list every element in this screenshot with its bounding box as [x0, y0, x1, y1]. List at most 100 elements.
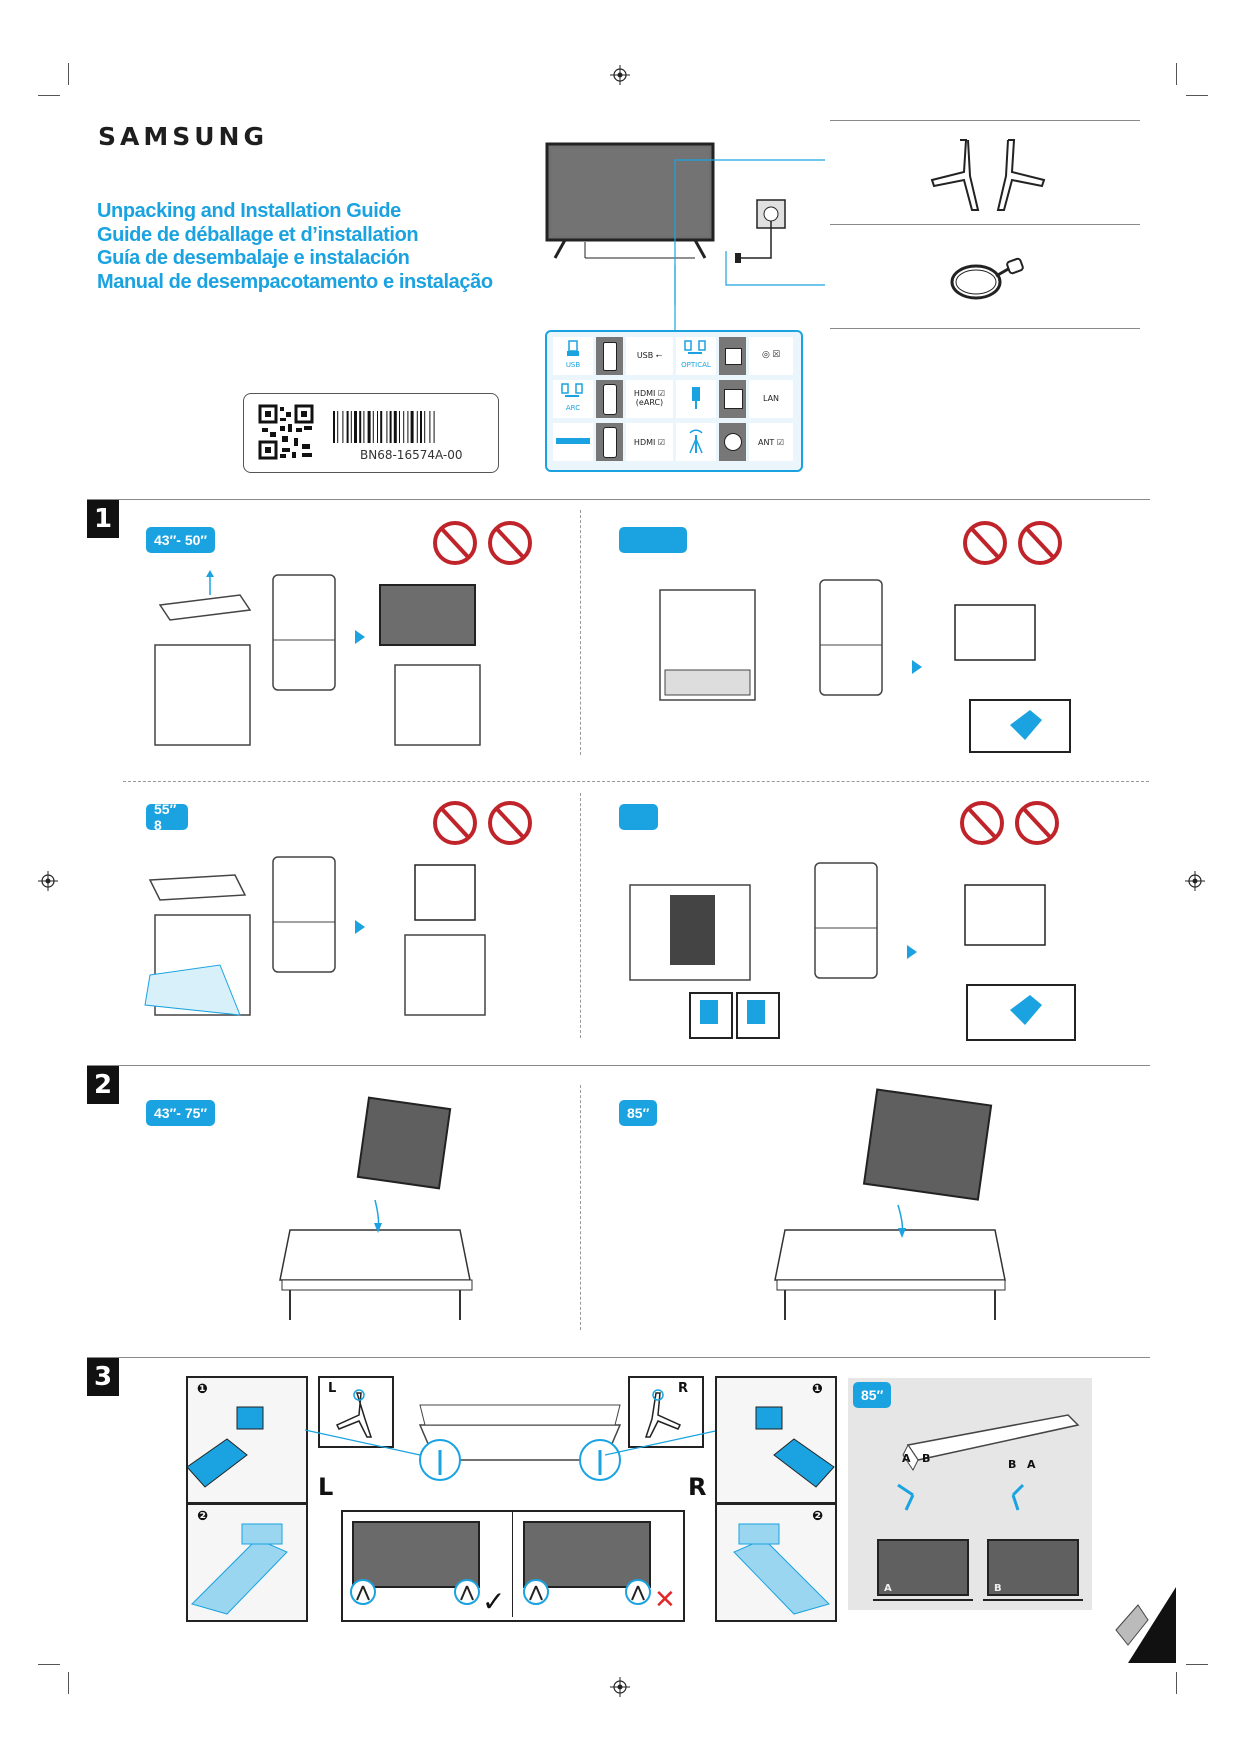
- connector-lines: [674, 159, 825, 330]
- label-a-left: A: [902, 1452, 911, 1465]
- registration-mark: [1185, 871, 1205, 891]
- barcode-bar: [399, 411, 400, 443]
- barcode-bar: [433, 411, 435, 443]
- crop-mark: [38, 1664, 60, 1665]
- arc-icon-label: ARC: [565, 404, 581, 412]
- stand-legs-icon: [930, 139, 1046, 211]
- detail-box-R: [628, 1376, 704, 1448]
- column-divider: [580, 793, 581, 1038]
- size-badge-blank: [619, 527, 687, 553]
- circle-number-1-right: ❶: [812, 1382, 824, 1397]
- brand-logo: SAMSUNG: [98, 122, 268, 151]
- tv-85-b-label: B: [994, 1583, 1002, 1594]
- stand-insert-right-2: [733, 1523, 830, 1615]
- step-number-1: 1: [87, 500, 119, 538]
- accessory-divider: [830, 328, 1140, 329]
- barcode-bar: [354, 411, 357, 443]
- circle-number-2-right: ❷: [812, 1509, 824, 1524]
- leader-lines: [304, 1429, 721, 1456]
- crop-mark: [1186, 1664, 1208, 1665]
- size-badge-43-75: 43″- 75″: [146, 1100, 216, 1126]
- barcode-bar: [333, 411, 335, 443]
- ant-port: [724, 433, 742, 451]
- barcode-bar: [367, 411, 371, 443]
- size-badge-85: 85″: [619, 1100, 658, 1126]
- tv-back-illustration: [418, 1404, 622, 1481]
- barcode-bar: [410, 411, 414, 443]
- barcode-bar: [424, 411, 426, 443]
- barcode-bar: [407, 411, 409, 443]
- size-badge-85-step3: 85″: [853, 1382, 892, 1408]
- ant-label: ANT ☑: [757, 438, 785, 447]
- title-en: Unpacking and Installation Guide: [97, 200, 401, 222]
- barcode-bar: [337, 411, 339, 443]
- barcode-bar: [420, 411, 422, 443]
- barcode-bar: [377, 411, 378, 443]
- step-number-3: 3: [87, 1358, 119, 1396]
- usb-icon: [567, 340, 579, 356]
- size-badge-blank-2: [619, 804, 658, 830]
- unpack-illustration-a: [154, 521, 532, 746]
- left-side-label: L: [318, 1473, 334, 1501]
- barcode-bar: [389, 411, 392, 443]
- barcode-bar: [372, 411, 374, 443]
- crop-mark: [38, 95, 60, 96]
- hdmi-cable-icon: [556, 438, 590, 444]
- settings-icon: ◎ ⮽: [762, 350, 780, 360]
- tv-back-85-illustration: [897, 1414, 1080, 1511]
- size-badge-55: 55″ 8: [146, 801, 188, 833]
- column-divider: [580, 1085, 581, 1330]
- label-a-right: A: [1027, 1458, 1036, 1471]
- optical-port: [725, 348, 742, 365]
- title-fr: Guide de déballage et d’installation: [97, 224, 419, 246]
- left-leg-label: L: [328, 1381, 337, 1396]
- registration-mark: [610, 1677, 630, 1697]
- usb-port-label: USB ⭠: [636, 351, 663, 360]
- cross-mark-icon: ✕: [654, 1585, 676, 1615]
- stand-insert-left-1: [186, 1406, 264, 1488]
- correct-install-illustration: [350, 1521, 480, 1605]
- registration-mark: [610, 65, 630, 85]
- unpack-illustration-c: [144, 801, 532, 1016]
- unpack-illustration-b: [659, 521, 1071, 753]
- crop-mark: [1186, 95, 1208, 96]
- right-leg-icon: [644, 1389, 682, 1438]
- optical-icon: [684, 340, 706, 354]
- detail-box-L: [318, 1376, 394, 1448]
- place-on-table-illustration-a: [279, 1096, 473, 1320]
- crop-mark: [1176, 1672, 1177, 1694]
- ports-grid: USB USB ⭠ OPTICAL ◎ ⮽ ARC HDMI ☑ (eARC) …: [553, 337, 793, 462]
- usb-port: [603, 342, 617, 371]
- title-pt: Manual de desempacotamento e instalação: [97, 271, 493, 293]
- circle-number-1-left: ❶: [197, 1382, 209, 1397]
- stand-insert-left-2: [191, 1523, 288, 1615]
- antenna-icon: [689, 429, 703, 454]
- barcode-bar: [380, 411, 383, 443]
- barcode-label-box: [243, 393, 499, 473]
- barcode: [333, 411, 435, 443]
- incorrect-install-illustration: [523, 1521, 651, 1605]
- title-es: Guía de desembalaje e instalación: [97, 247, 410, 269]
- barcode-bar: [359, 411, 362, 443]
- lan-label: LAN: [762, 394, 780, 403]
- left-leg-icon: [335, 1389, 373, 1438]
- accessory-divider: [830, 224, 1140, 225]
- accessory-divider: [830, 120, 1140, 121]
- label-b-right: B: [1008, 1458, 1017, 1471]
- qr-code: [258, 404, 314, 460]
- column-divider: [580, 510, 581, 755]
- crop-mark: [68, 1672, 69, 1694]
- right-side-label: R: [688, 1473, 707, 1501]
- registration-mark: [38, 871, 58, 891]
- crop-mark: [1176, 63, 1177, 85]
- section-divider: [87, 499, 1150, 500]
- optical-icon-label: OPTICAL: [681, 361, 711, 369]
- lan-cable-icon: [692, 387, 700, 409]
- arc-icon: [561, 383, 583, 397]
- page-turn-icon: [1115, 1587, 1176, 1663]
- hdmi-port: [603, 427, 617, 458]
- tv-85-option-b: [983, 1539, 1083, 1601]
- lan-port: [724, 389, 743, 409]
- hdmi-earc-port: [603, 384, 617, 415]
- step-number-2: 2: [87, 1066, 119, 1104]
